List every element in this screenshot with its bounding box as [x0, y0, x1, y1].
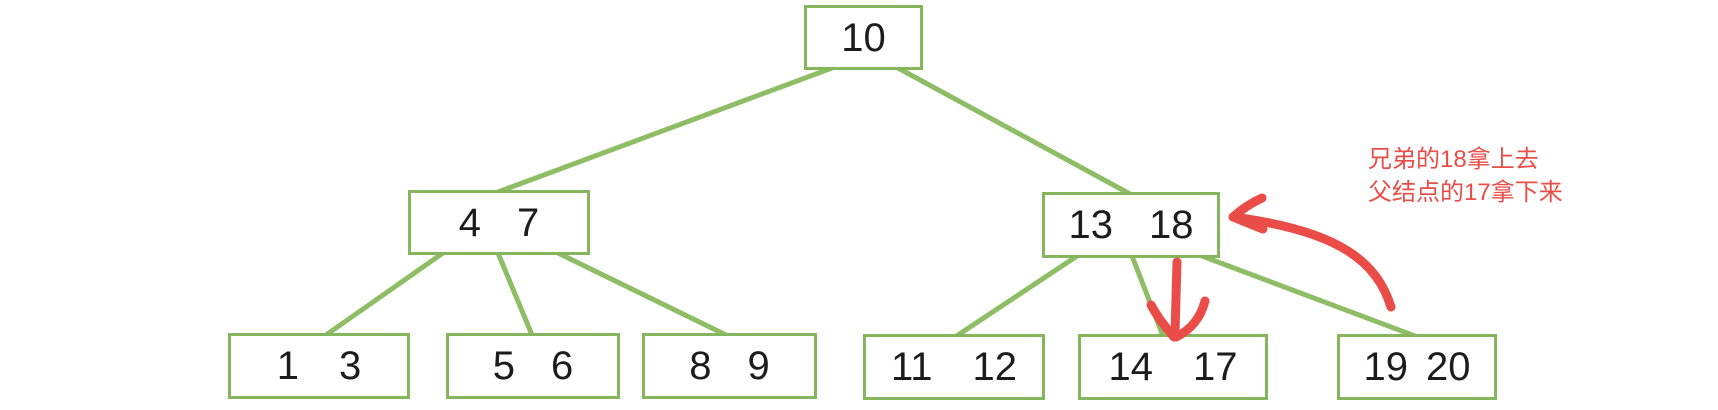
node-8-9: 8 9	[642, 333, 817, 399]
node-key: 18	[1149, 203, 1194, 247]
node-key: 3	[339, 344, 362, 388]
node-key: 17	[1193, 345, 1238, 389]
edge-13-18-to-19-20	[1199, 253, 1418, 339]
red-down-arrow-icon	[1146, 257, 1210, 342]
node-key: 4	[458, 200, 481, 245]
annotation-line-2: 父结点的17拿下来	[1368, 179, 1563, 206]
edge-root-to-13-18	[895, 65, 1133, 197]
node-key: 8	[689, 344, 712, 388]
red-curved-arrow-icon	[1228, 193, 1396, 312]
edge-4-7-to-1-3	[323, 250, 446, 338]
node-key: 19	[1363, 345, 1409, 389]
node-key: 1	[276, 344, 299, 388]
node-key: 10	[841, 15, 886, 60]
annotation-text: 兄弟的18拿上去 父结点的17拿下来	[1368, 143, 1563, 209]
node-key: 7	[517, 200, 540, 245]
node-key: 9	[747, 344, 770, 388]
node-5-6: 5 6	[446, 333, 620, 399]
edge-13-18-to-11-12	[952, 253, 1080, 340]
node-key: 6	[551, 344, 574, 388]
node-key: 11	[890, 345, 933, 389]
edge-4-7-to-5-6	[495, 250, 535, 338]
edge-root-to-4-7	[495, 65, 835, 195]
node-1-3: 1 3	[228, 333, 410, 399]
node-key: 14	[1108, 345, 1154, 389]
node-10: 10	[804, 5, 923, 70]
edge-4-7-to-8-9	[555, 250, 729, 338]
node-key: 13	[1068, 203, 1114, 247]
node-13-18: 13 18	[1042, 192, 1220, 258]
node-19-20: 19 20	[1337, 334, 1497, 400]
node-key: 20	[1426, 345, 1471, 389]
node-4-7: 4 7	[408, 190, 590, 255]
node-14-17: 14 17	[1078, 334, 1268, 400]
annotation-line-1: 兄弟的18拿上去	[1368, 146, 1539, 173]
node-11-12: 11 12	[863, 334, 1045, 400]
node-key: 5	[492, 344, 515, 388]
node-key: 12	[972, 345, 1018, 389]
